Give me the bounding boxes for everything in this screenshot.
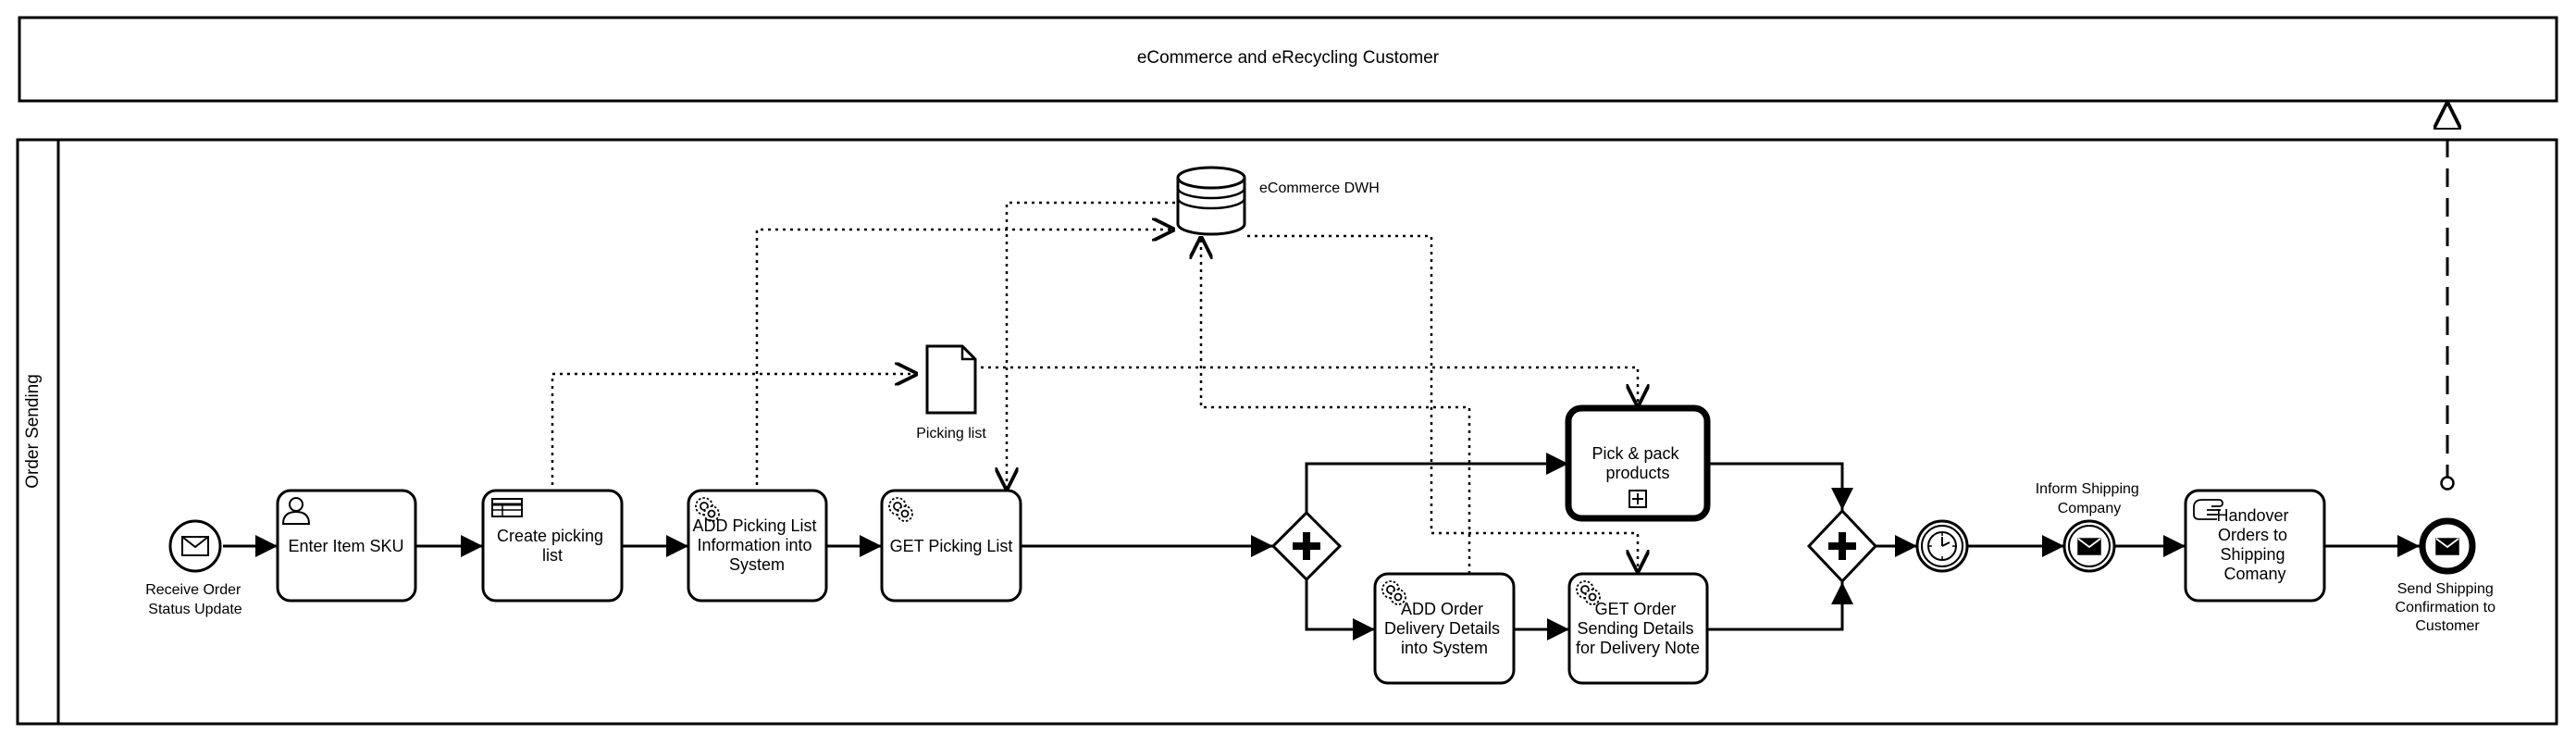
data-associations (551, 201, 1638, 574)
clock-icon (1927, 531, 1957, 561)
task-enter-item-sku[interactable]: Enter Item SKU (276, 489, 417, 603)
flow-split-to-add-order[interactable] (1305, 579, 1375, 640)
envelope-filled-icon (2077, 538, 2101, 555)
flow-get-order-to-join[interactable] (1707, 582, 1853, 631)
envelope-filled-icon (2435, 538, 2459, 555)
flow-pick-to-join[interactable] (1707, 462, 1853, 510)
task-get-order-details[interactable]: GET Order Sending Details for Delivery N… (1567, 572, 1709, 685)
gear-icon (1381, 580, 1406, 605)
task-get-picking-list[interactable]: GET Picking List (880, 489, 1022, 603)
subprocess-plus-icon (1629, 490, 1647, 508)
start-event[interactable]: Receive Order Status Update (145, 519, 245, 617)
start-event-label: Receive Order Status Update (145, 582, 245, 617)
task-add-order-details[interactable]: ADD Order Delivery Details into System (1373, 572, 1516, 685)
task-get-picking-list-label: GET Picking List (890, 537, 1013, 555)
assoc-database-to-get-order[interactable] (1247, 234, 1638, 573)
assoc-add-order-to-database[interactable] (1201, 236, 1471, 574)
envelope-icon (181, 536, 209, 556)
hand-icon (2193, 499, 2223, 520)
task-add-order-details-label: ADD Order Delivery Details into System (1384, 600, 1505, 657)
task-create-picking-list-label: Create picking list (497, 527, 608, 565)
customer-pool-label: eCommerce and eRecycling Customer (1137, 48, 1440, 68)
message-flow[interactable] (2442, 102, 2454, 491)
gear-icon (1576, 580, 1601, 605)
task-get-order-details-label: GET Order Sending Details for Delivery N… (1576, 600, 1700, 657)
plus-icon (1828, 532, 1856, 560)
task-enter-item-sku-label: Enter Item SKU (288, 537, 403, 555)
parallel-gateway-split[interactable] (1270, 510, 1343, 582)
datastore-label: eCommerce DWH (1259, 180, 1380, 196)
assoc-add-picking-to-database[interactable] (755, 230, 1175, 485)
customer-pool[interactable]: eCommerce and eRecycling Customer (18, 16, 2558, 103)
parallel-gateway-join[interactable] (1806, 508, 1878, 584)
task-create-picking-list[interactable]: Create picking list (481, 489, 624, 603)
plus-icon (1293, 532, 1320, 560)
end-event-label: Send Shipping Confirmation to Customer (2396, 581, 2500, 634)
datastore-ecommerce-dwh[interactable]: eCommerce DWH (1176, 166, 1380, 236)
flow-split-to-pick[interactable] (1305, 453, 1568, 513)
dataobject-label: Picking list (916, 426, 986, 441)
task-handover-orders-label: Handover Orders to Shipping Comany (2216, 506, 2293, 583)
subprocess-pick-pack[interactable]: Pick & pack products (1565, 404, 1711, 522)
timer-event[interactable] (1915, 519, 1969, 573)
inform-shipping-label: Inform Shipping Company (2036, 481, 2144, 516)
inform-shipping-event[interactable]: Inform Shipping Company (2036, 481, 2144, 573)
gear-icon (888, 497, 913, 522)
task-add-picking-list-label: ADD Picking List Information into System (692, 516, 821, 574)
end-event[interactable]: Send Shipping Confirmation to Customer (2396, 517, 2500, 634)
assoc-document-to-pick[interactable] (981, 366, 1638, 407)
table-icon (491, 498, 523, 517)
subprocess-pick-pack-label: Pick & pack products (1591, 444, 1683, 482)
user-icon (281, 497, 311, 525)
dataobject-picking-list[interactable]: Picking list (916, 344, 986, 441)
sequence-flows (223, 453, 2420, 640)
task-add-picking-list[interactable]: ADD Picking List Information into System (687, 489, 828, 603)
order-sending-lane-label: Order Sending (23, 374, 43, 489)
gear-icon (695, 497, 720, 522)
assoc-create-to-document[interactable] (551, 374, 918, 485)
task-handover-orders[interactable]: Handover Orders to Shipping Comany (2184, 489, 2326, 603)
order-sending-pool[interactable]: Order Sending (16, 138, 2558, 726)
